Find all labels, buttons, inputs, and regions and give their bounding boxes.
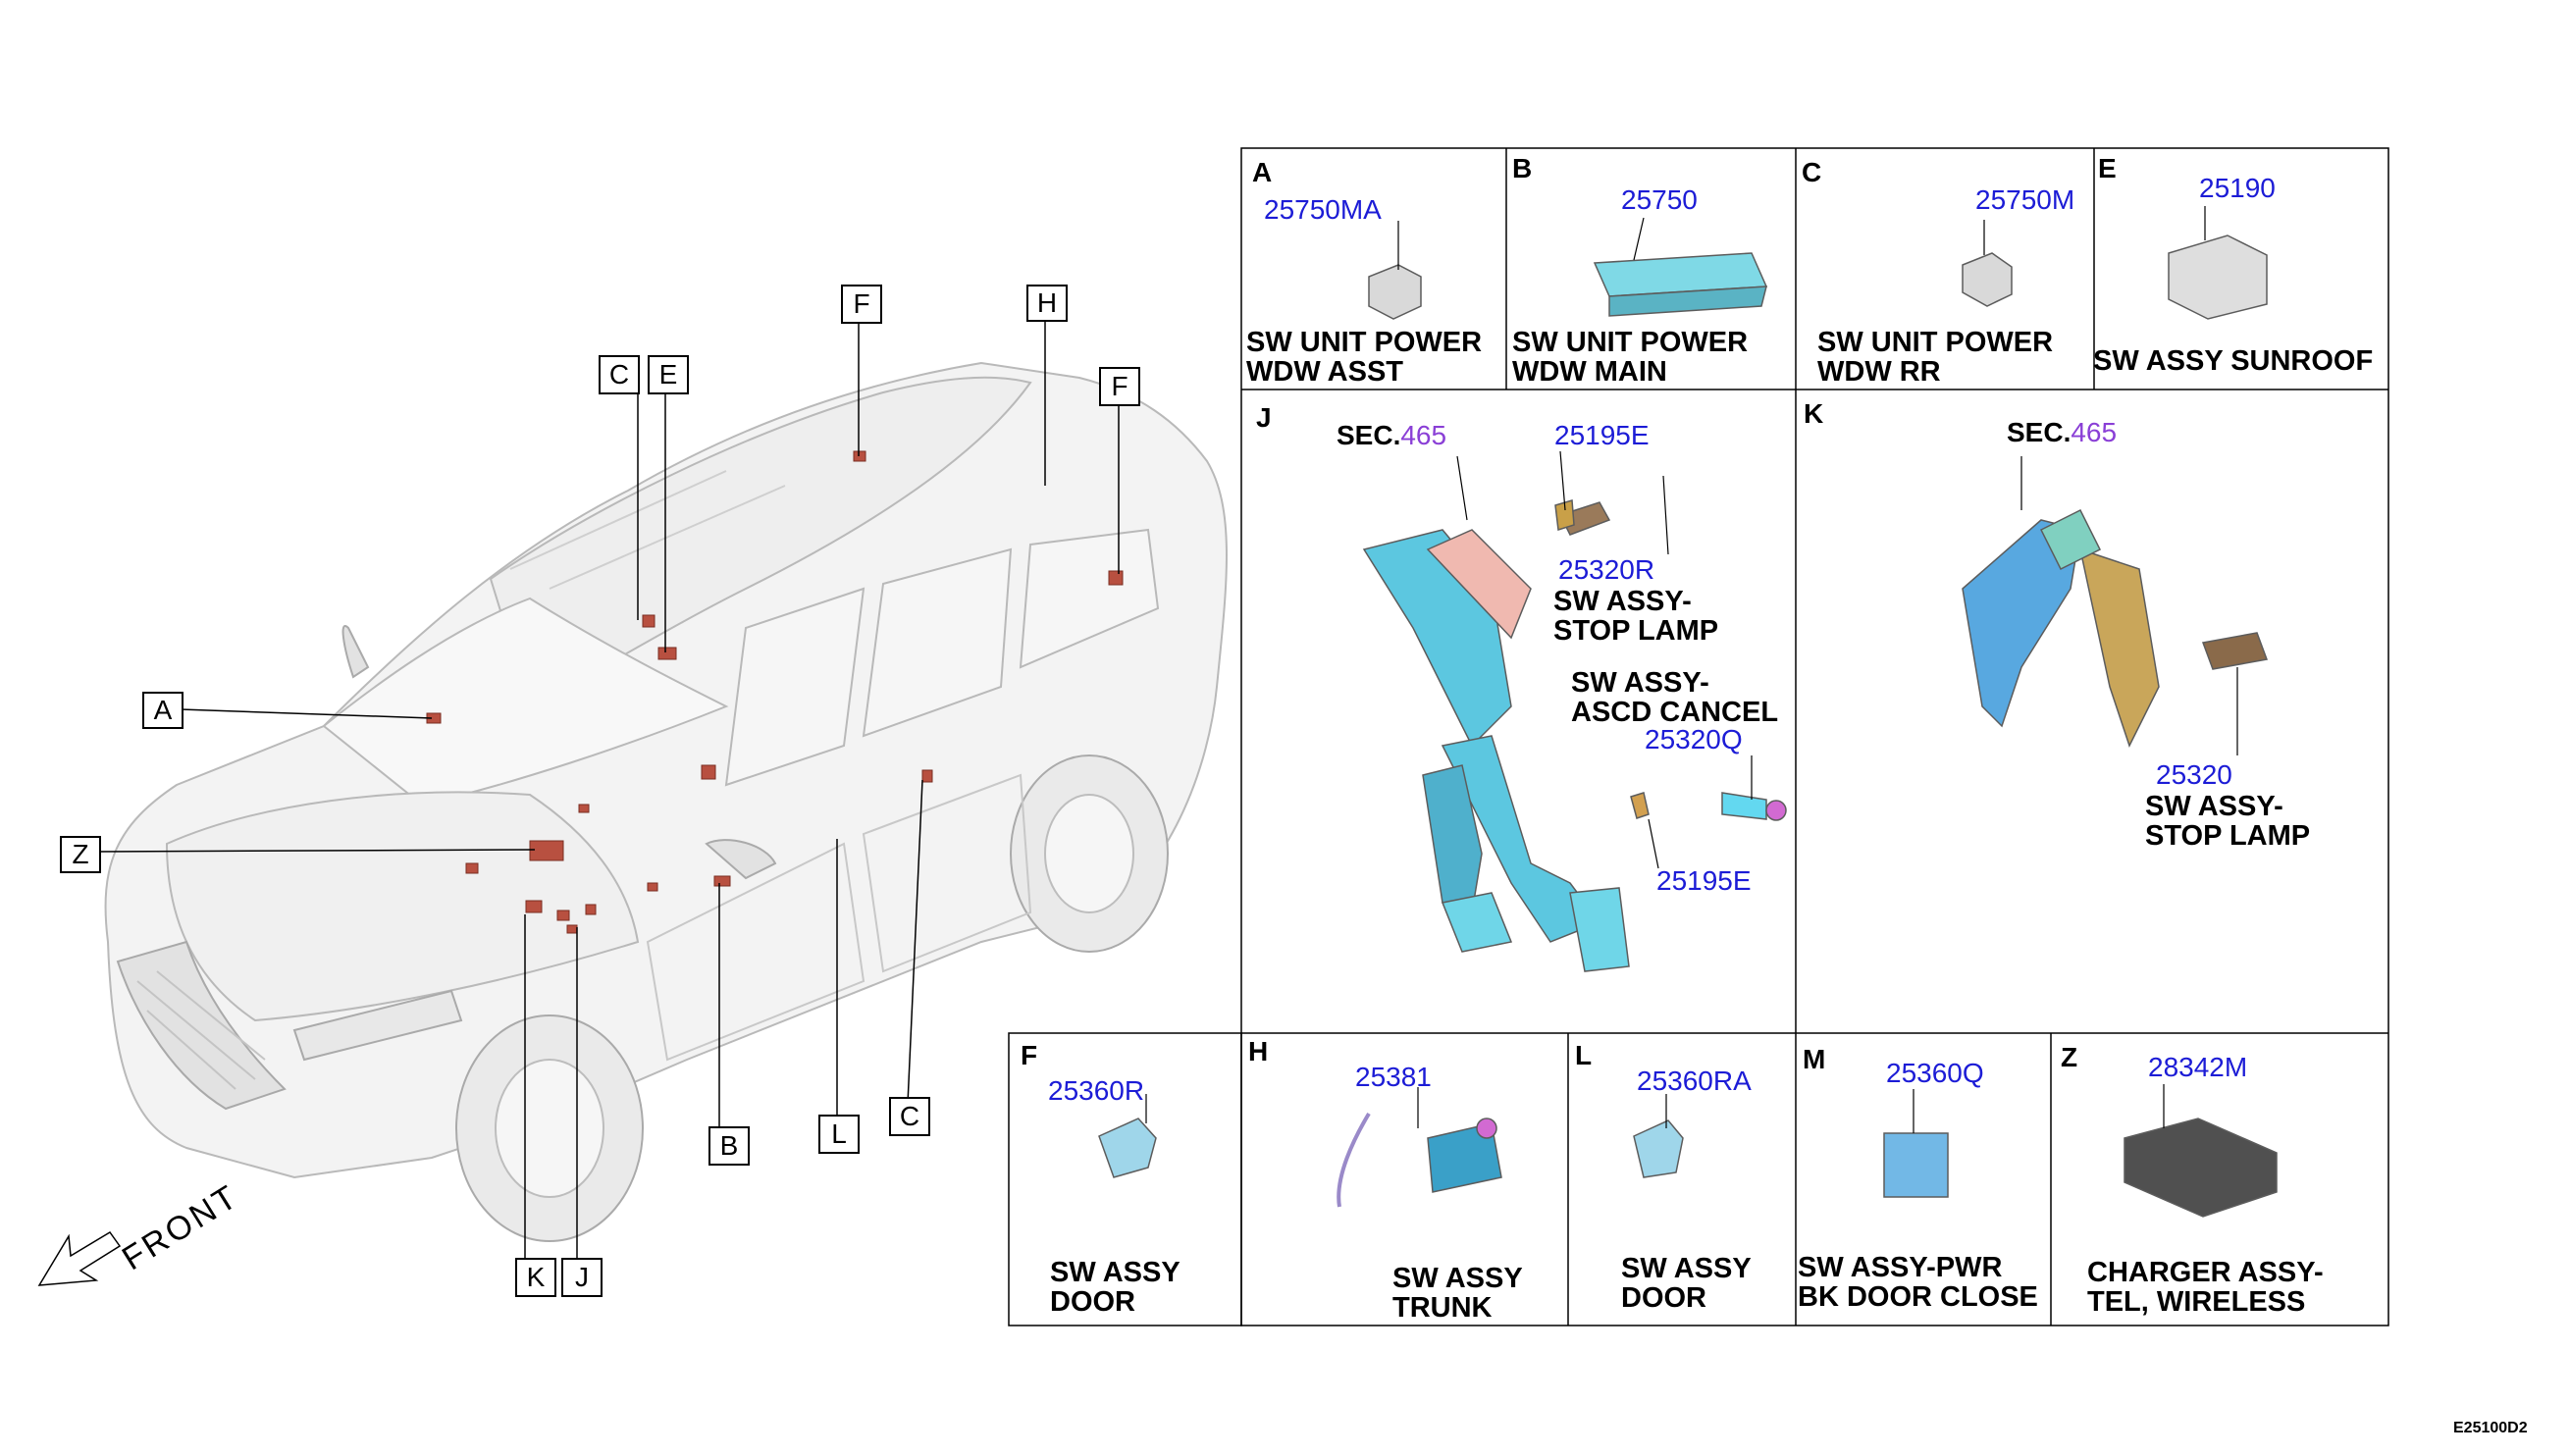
panel-h-part-number[interactable]: 25381: [1355, 1062, 1432, 1092]
panel-j-description-ascd-cancel: SW ASSY-ASCD CANCEL: [1571, 667, 1779, 728]
panel-h-letter: H: [1248, 1036, 1269, 1066]
callout-tag-b: B: [708, 1126, 750, 1166]
panel-j-part-number-2[interactable]: 25320R: [1558, 554, 1655, 585]
callout-tag-c-front: C: [599, 355, 640, 394]
panel-j-description-stop-lamp: SW ASSY-STOP LAMP: [1553, 586, 1719, 647]
callout-tag-f-rear: F: [1099, 367, 1140, 406]
panel-z-description: CHARGER ASSY-TEL, WIRELESS: [2087, 1257, 2324, 1318]
callout-tag-l: L: [818, 1115, 860, 1154]
panel-l-letter: L: [1575, 1040, 1593, 1070]
panel-a-part-number[interactable]: 25750MA: [1264, 194, 1382, 225]
panel-e-part-number[interactable]: 25190: [2199, 173, 2276, 203]
callout-tag-a: A: [142, 692, 184, 729]
callout-tag-z: Z: [60, 836, 101, 873]
panel-z-part-number[interactable]: 28342M: [2148, 1052, 2248, 1082]
car-illustration: [104, 361, 1228, 1242]
part-illustrations: [1098, 234, 2278, 1218]
diagram-code: E25100D2: [2453, 1420, 2528, 1436]
callout-tag-k: K: [515, 1258, 556, 1297]
panel-j-letter: J: [1256, 402, 1272, 433]
parts-grid: [1008, 147, 2389, 1326]
callout-tag-j: J: [561, 1258, 603, 1297]
front-arrow: [37, 1231, 122, 1286]
panel-j-part-number-4[interactable]: 25195E: [1656, 865, 1752, 896]
panel-l-part-number[interactable]: 25360RA: [1637, 1066, 1752, 1096]
panel-j-part-number-3[interactable]: 25320Q: [1645, 724, 1743, 754]
panel-f-letter: F: [1021, 1040, 1038, 1070]
panel-e-letter: E: [2098, 153, 2117, 183]
callout-tag-h: H: [1026, 285, 1068, 322]
panel-j-section-ref[interactable]: SEC.465: [1337, 420, 1447, 450]
panel-f-part-number[interactable]: 25360R: [1048, 1075, 1145, 1106]
panel-a-letter: A: [1252, 157, 1273, 187]
panel-z-letter: Z: [2061, 1042, 2078, 1072]
panel-m-part-number[interactable]: 25360Q: [1886, 1058, 1984, 1088]
component-markers: [426, 450, 1124, 934]
part-leaders: [1145, 206, 2238, 1133]
callout-tag-f-roof: F: [841, 285, 882, 324]
panel-b-letter: B: [1512, 153, 1533, 183]
callout-tag-c-door: C: [889, 1097, 930, 1136]
panel-k-section-ref[interactable]: SEC.465: [2007, 417, 2118, 447]
callout-tag-e: E: [648, 355, 689, 394]
panel-c-letter: C: [1802, 157, 1822, 187]
panel-k-letter: K: [1804, 398, 1824, 429]
panel-m-letter: M: [1803, 1044, 1826, 1074]
panel-k-description: SW ASSY-STOP LAMP: [2145, 791, 2311, 852]
panel-k-part-number[interactable]: 25320: [2156, 759, 2232, 790]
panel-j-part-number-1[interactable]: 25195E: [1554, 420, 1650, 450]
panel-e-description: SW ASSY SUNROOF: [2093, 345, 2374, 377]
panel-c-part-number[interactable]: 25750M: [1975, 184, 2075, 215]
leader-lines: [96, 316, 1120, 1259]
panel-b-part-number[interactable]: 25750: [1621, 184, 1698, 215]
